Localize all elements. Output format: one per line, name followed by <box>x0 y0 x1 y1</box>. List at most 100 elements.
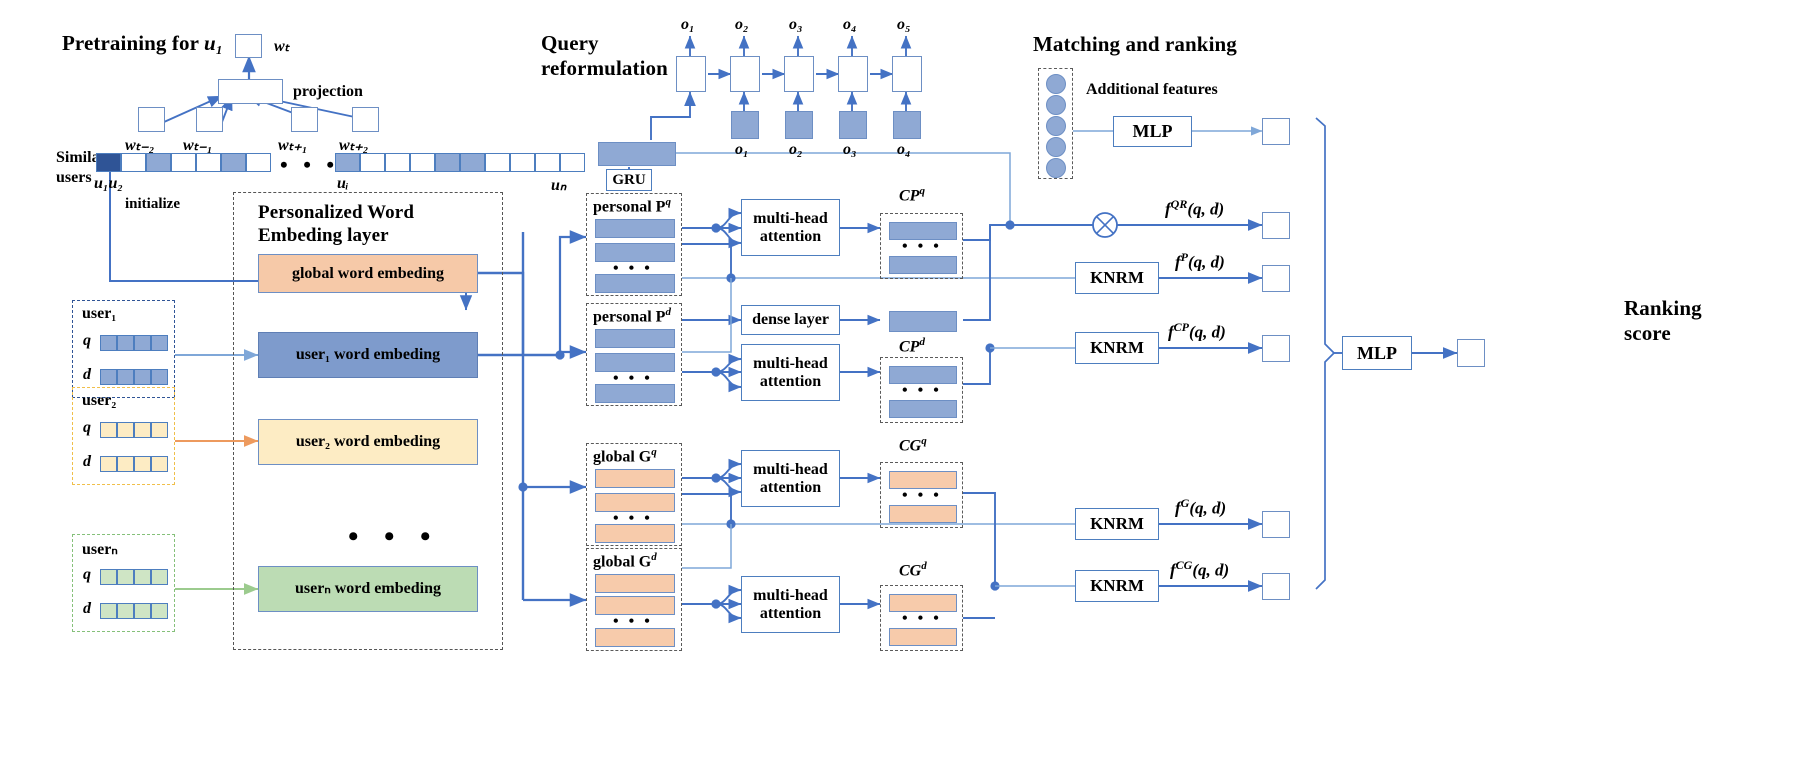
global-gq-group <box>586 443 682 546</box>
vector-cell <box>151 456 168 472</box>
pretrain-wt-label: wₜ <box>274 38 290 55</box>
global-gq-label-text: global G <box>593 448 652 466</box>
vector-cell <box>117 335 134 351</box>
embedding-rows-ellipsis: • • • <box>348 520 440 553</box>
cpd-ellipsis: • • • <box>902 382 942 399</box>
user-cell <box>196 153 221 172</box>
vector-cell <box>151 603 168 619</box>
fn-f: f <box>1170 560 1176 580</box>
global-gd-row <box>595 574 675 593</box>
fn-args: (q, d) <box>1188 252 1225 272</box>
personal-pd-ellipsis: • • • <box>613 370 653 387</box>
global-gq-sup: q <box>651 446 657 458</box>
cpq-row <box>889 256 957 274</box>
vector-cell <box>134 603 151 619</box>
qr-input-label-o2: o₂ <box>789 141 803 158</box>
qr-output-o4: o₄ <box>843 16 857 33</box>
user-cell <box>535 153 560 172</box>
score-output-box-p <box>1262 265 1290 292</box>
user1-group <box>72 300 175 398</box>
multi-head-attention-gq: multi-head attention <box>741 450 840 507</box>
user-cell-u1 <box>96 153 121 172</box>
personal-pq-label: personal Pq <box>593 196 671 216</box>
cpd-sup: d <box>919 336 925 348</box>
personal-pd-row <box>595 384 675 403</box>
knrm-box-fcp: KNRM <box>1075 332 1159 364</box>
cgd-ellipsis: • • • <box>902 610 942 627</box>
context-word-label-2: wₜ₊₁ <box>278 137 308 154</box>
vector-cell <box>100 603 117 619</box>
multi-head-attention-pd: multi-head attention <box>741 344 840 401</box>
cpq-row <box>889 222 957 240</box>
vector-cell <box>151 422 168 438</box>
personal-pd-row <box>595 329 675 348</box>
user-tick-un: uₙ <box>551 177 567 194</box>
final-mlp-box: MLP <box>1342 336 1412 370</box>
mha-line1: multi-head <box>753 354 828 372</box>
global-word-embedding-box: global word embeding <box>258 254 478 293</box>
score-fn-label-g: fG(q, d) <box>1175 496 1226 519</box>
user1-d-vector <box>100 369 168 385</box>
personalized-embedding-layer-frame <box>233 192 503 650</box>
cpd-group <box>880 357 963 423</box>
cpq-label: CPq <box>899 185 925 205</box>
user2-q-label: q <box>83 419 91 436</box>
global-gd-sup: d <box>651 551 657 563</box>
usern-word-embedding-box: userₙ word embeding <box>258 566 478 612</box>
cgd-label-text: CG <box>899 562 922 580</box>
user-cell-ui <box>335 153 360 172</box>
user-cell <box>460 153 485 172</box>
similar-users-label: Similar users <box>56 148 107 188</box>
score-output-box-cp <box>1262 335 1290 362</box>
context-word-box-3 <box>352 107 379 132</box>
qr-output-o2: o₂ <box>735 16 749 33</box>
rnn-cell-3 <box>784 56 814 92</box>
personal-pq-group <box>586 193 682 296</box>
cgq-label-text: CG <box>899 437 922 455</box>
cpq-ellipsis: • • • <box>902 238 942 255</box>
vector-cell <box>117 422 134 438</box>
additional-feature-dot <box>1046 74 1066 94</box>
global-gd-label: global Gd <box>593 551 657 571</box>
global-gd-label-text: global G <box>593 553 652 571</box>
ranking-score-line2: score <box>1624 321 1671 346</box>
user-cell <box>385 153 410 172</box>
user-cell <box>360 153 385 172</box>
mha-line2: attention <box>759 478 822 496</box>
personal-pd-label-text: personal P <box>593 308 666 326</box>
fn-args: (q, d) <box>1189 322 1226 342</box>
global-gq-ellipsis: • • • <box>613 510 653 527</box>
user1-d-label: d <box>83 366 91 383</box>
cpd-label: CPd <box>899 336 925 356</box>
user-tick-u1u2: u₁u₂ <box>94 175 123 192</box>
similar-users-line1: Similar <box>56 149 107 166</box>
user-cell <box>146 153 171 172</box>
cgq-group <box>880 462 963 528</box>
pretraining-title-text: Pretraining for <box>62 31 199 55</box>
global-gq-row <box>595 524 675 543</box>
cgq-sup: q <box>921 435 927 447</box>
rnn-cell-4 <box>838 56 868 92</box>
ranking-score-output-box <box>1457 339 1485 367</box>
mha-line1: multi-head <box>753 209 828 227</box>
user2-word-embedding-box: user₂ word embeding <box>258 419 478 465</box>
user-tick-ui: uᵢ <box>337 175 349 192</box>
cgq-row <box>889 471 957 489</box>
fn-args: (q, d) <box>1189 498 1227 518</box>
vector-cell <box>151 335 168 351</box>
gru-state-bar <box>598 142 676 166</box>
cpd-label-text: CP <box>899 338 920 356</box>
fn-sup: G <box>1180 496 1190 510</box>
global-gq-row <box>595 469 675 488</box>
global-gq-row <box>595 493 675 512</box>
knrm-box-fcg: KNRM <box>1075 570 1159 602</box>
context-word-box-2 <box>291 107 318 132</box>
score-fn-label-cg: fCG(q, d) <box>1170 558 1229 581</box>
context-word-box-0 <box>138 107 165 132</box>
global-gd-group <box>586 548 682 651</box>
multi-head-attention-gd: multi-head attention <box>741 576 840 633</box>
cgd-sup: d <box>921 560 927 572</box>
vector-cell <box>117 369 134 385</box>
additional-feature-dot <box>1046 116 1066 136</box>
user-cell <box>485 153 510 172</box>
